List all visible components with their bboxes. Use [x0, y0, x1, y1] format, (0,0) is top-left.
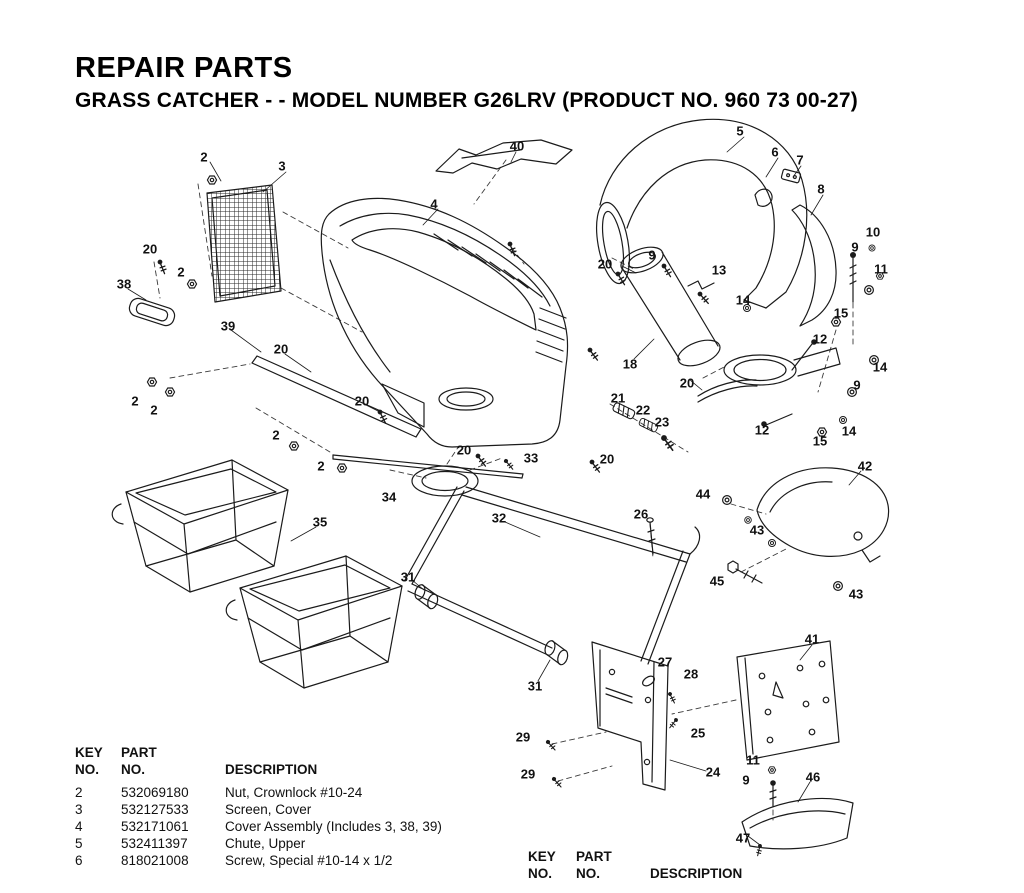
part-29-screw-b: [549, 775, 565, 788]
part-21-spring: [611, 401, 637, 421]
part-22-spring: [637, 417, 659, 434]
key-cell: 3: [75, 802, 83, 817]
part-32-frame: [404, 486, 701, 665]
part-5-upper-chute: [596, 118, 808, 309]
part-cell: 532411397: [121, 836, 188, 851]
part-31-roller-right: [541, 638, 572, 667]
parts-table-row: 3 532127533 Screen, Cover: [75, 801, 505, 818]
part-42-cover: [756, 467, 890, 563]
part-25-screw: [669, 716, 679, 730]
part-35-bag-upper: [111, 459, 289, 593]
part-29-screw-a: [543, 738, 559, 751]
part-39-strip: [251, 355, 422, 438]
part-13-bracket: [687, 280, 715, 305]
part-43-washer-b: [832, 580, 844, 592]
part-8-frame: [791, 204, 837, 327]
description-header: DESCRIPTION: [225, 762, 318, 777]
parts-table-right-header-line1: KEY PART: [528, 848, 958, 865]
description-cell: Chute, Upper: [225, 836, 306, 851]
screw-20-f: [584, 346, 602, 361]
description-cell: Screen, Cover: [225, 802, 312, 817]
part-44-washer-small: [744, 516, 752, 524]
key-cell: 2: [75, 785, 83, 800]
part-40-blade: [435, 139, 573, 174]
key-cell: 5: [75, 836, 83, 851]
key-header-right: KEY: [528, 849, 556, 864]
part-header-right: PART: [576, 849, 612, 864]
part-46-deflector: [741, 797, 854, 850]
nut-2-a: [206, 175, 218, 185]
parts-table-row: 4 532171061 Cover Assembly (Includes 3, 38…: [75, 818, 505, 835]
nut-2-e: [288, 441, 300, 451]
part-26-bolt: [646, 517, 656, 555]
explosion-dashed-lines: [153, 159, 854, 821]
part-34-ring: [411, 465, 479, 497]
part-18-tube: [620, 246, 721, 367]
description-cell: Nut, Crownlock #10-24: [225, 785, 363, 800]
part-33-screw: [501, 457, 516, 470]
parts-table-right: KEY PART NO. NO. DESCRIPTION: [528, 848, 958, 882]
parts-table-row: 2 532069180 Nut, Crownlock #10-24: [75, 784, 505, 801]
hardware-right: [612, 244, 885, 437]
key-cell: 4: [75, 819, 83, 834]
screw-20-c: [153, 257, 171, 275]
part-11-nut-bottom: [767, 766, 777, 774]
description-cell: Screw, Special #10-14 x 1/2: [225, 853, 393, 868]
nut-2-b: [186, 279, 198, 289]
part-27-clip: [642, 675, 655, 687]
part-31-roller-left: [411, 582, 442, 611]
chute-mount-ring: [697, 347, 841, 403]
callout-leader-lines: [127, 136, 862, 846]
part-3-screen: [206, 184, 282, 303]
part-4-cover-assembly: [320, 197, 569, 448]
part-subheader-right: NO.: [576, 866, 601, 881]
parts-table-left-header-line1: KEY PART: [75, 744, 505, 761]
page-subtitle: GRASS CATCHER - - MODEL NUMBER G26LRV (P…: [75, 89, 858, 112]
part-cell: 532171061: [121, 819, 189, 834]
part-41-plate: [736, 640, 840, 761]
screw-20-b: [586, 458, 604, 473]
part-cell: 532127533: [121, 802, 189, 817]
parts-table-row: 5 532411397 Chute, Upper: [75, 835, 505, 852]
part-7-clip: [780, 168, 802, 184]
part-cell: 818021008: [121, 853, 189, 868]
nut-2-c: [146, 377, 158, 387]
parts-table-right-header-line2: NO. NO. DESCRIPTION: [528, 865, 958, 882]
part-24-bracket: [591, 641, 669, 791]
page-title: REPAIR PARTS: [75, 52, 293, 84]
key-subheader: NO.: [75, 762, 100, 777]
parts-table-left-header-line2: NO. NO. DESCRIPTION: [75, 761, 505, 778]
description-cell: Cover Assembly (Includes 3, 38, 39): [225, 819, 442, 834]
description-header-right: DESCRIPTION: [650, 866, 743, 881]
page-header: REPAIR PARTS GRASS CATCHER - - MODEL NUM…: [75, 52, 858, 113]
part-44-washer: [721, 495, 733, 505]
nut-2-f: [336, 463, 348, 473]
key-header: KEY: [75, 745, 103, 760]
part-6-knob: [754, 188, 773, 207]
parts-table-rows: 2 532069180 Nut, Crownlock #10-24 3 53212753…: [75, 784, 505, 869]
part-subheader: NO.: [121, 762, 146, 777]
part-header: PART: [121, 745, 157, 760]
part-cell: 532069180: [121, 785, 189, 800]
parts-table-row: 6 818021008 Screw, Special #10-14 x 1/2: [75, 852, 505, 869]
part-9-bolt-bottom: [769, 780, 777, 807]
part-45-bolt: [727, 560, 763, 584]
screw-20-a: [472, 452, 490, 467]
key-subheader-right: NO.: [528, 866, 553, 881]
part-38-bracket: [128, 297, 176, 327]
part-43-washer: [767, 538, 777, 548]
key-cell: 6: [75, 853, 83, 868]
part-35-bag-lower: [225, 555, 403, 689]
part-23-bolt: [657, 433, 678, 452]
parts-table-left: KEY PART NO. NO. DESCRIPTION 2 532069180 N…: [75, 744, 505, 869]
nut-2-d: [164, 387, 176, 397]
